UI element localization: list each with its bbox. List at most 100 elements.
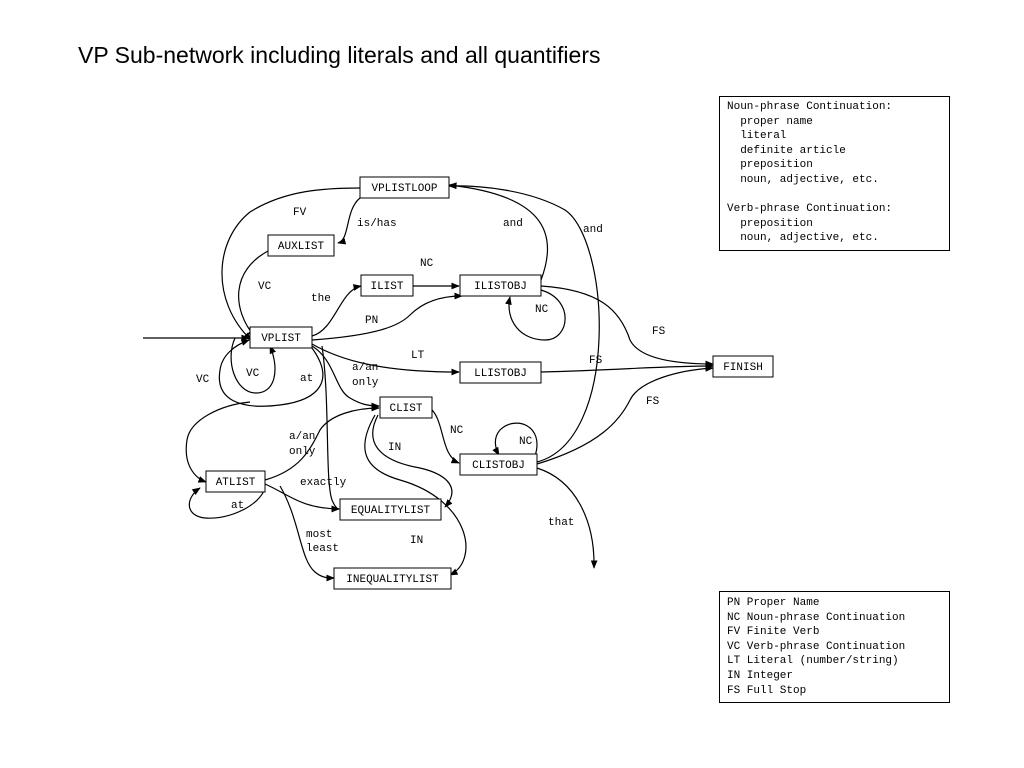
edges [143, 182, 714, 582]
edge-and-2 [448, 182, 600, 463]
label-in-1: IN [388, 442, 401, 454]
node-finish: FINISH [712, 355, 774, 378]
continuation-line: Verb-phrase Continuation: [727, 203, 893, 216]
label-the: the [311, 293, 331, 305]
node-label-atlist: ATLIST [216, 477, 256, 489]
node-inequalitylist: INEQUALITYLIST [333, 567, 452, 590]
legend-box: PN Proper Name NC Noun-phrase Continuati… [719, 591, 950, 703]
node-label-clistobj: CLISTOBJ [472, 460, 525, 472]
edge-lt [311, 343, 460, 376]
continuation-line: noun, adjective, etc. [727, 173, 879, 186]
edge-fs-3 [536, 365, 714, 465]
label-at-2: at [231, 500, 244, 512]
node-label-equalitylist: EQUALITYLIST [351, 505, 431, 517]
page-title: VP Sub-network including literals and al… [78, 42, 601, 68]
label-in-2: IN [410, 535, 423, 547]
continuation-box: Noun-phrase Continuation: proper name li… [719, 96, 950, 251]
node-label-llistobj: LLISTOBJ [474, 368, 527, 380]
label-least: least [306, 543, 339, 555]
label-exactly: exactly [300, 477, 347, 489]
continuation-line: proper name [727, 115, 813, 128]
edge-is-has [337, 197, 361, 245]
continuation-line: literal [727, 130, 787, 143]
node-ilist: ILIST [360, 274, 414, 297]
edge-exactly [264, 483, 340, 513]
edge-fv [221, 187, 361, 341]
edge-nc-clist [429, 407, 460, 464]
label-at-1: at [300, 373, 313, 385]
nodes: VPLISTLOOP AUXLIST ILIST ILISTOBJ VPLIST… [205, 176, 774, 590]
label-vc-2: VC [246, 368, 260, 380]
legend-line: FS Full Stop [727, 684, 807, 697]
edge-the [311, 284, 362, 337]
edge-that [536, 467, 598, 569]
edge-nc-ilistobj-loop [505, 289, 566, 341]
node-label-vplist: VPLIST [261, 333, 301, 345]
label-a-an-2: a/an [289, 431, 315, 443]
label-nc-4: NC [519, 436, 533, 448]
edge-nc-clistobj-loop [492, 422, 538, 457]
edge-fs-1 [540, 285, 714, 368]
node-label-ilist: ILIST [370, 281, 403, 293]
edge-vc-aux [238, 249, 271, 338]
node-label-auxlist: AUXLIST [278, 241, 325, 253]
label-is-has: is/has [357, 218, 397, 230]
edge-most-least [279, 485, 335, 582]
label-pn: PN [365, 315, 378, 327]
continuation-line [727, 188, 949, 203]
node-label-ilistobj: ILISTOBJ [474, 281, 527, 293]
label-fs-3: FS [646, 396, 660, 408]
label-vc-1: VC [258, 281, 272, 293]
legend-line: VC Verb-phrase Continuation [727, 640, 906, 653]
legend-line: PN Proper Name [727, 597, 820, 609]
node-clist: CLIST [379, 396, 433, 419]
edge-in-1 [372, 414, 453, 508]
node-label-inequalitylist: INEQUALITYLIST [346, 574, 439, 586]
edge-at-loop [188, 487, 266, 519]
legend-line: IN Integer [727, 669, 794, 682]
node-clistobj: CLISTOBJ [459, 453, 538, 476]
edge-vplist-equality [321, 345, 340, 513]
label-fs-1: FS [652, 326, 666, 338]
node-label-clist: CLIST [389, 403, 422, 415]
node-ilistobj: ILISTOBJ [459, 274, 542, 297]
label-nc-1: NC [420, 258, 434, 270]
node-llistobj: LLISTOBJ [459, 361, 542, 384]
continuation-line: Noun-phrase Continuation: [727, 101, 893, 113]
continuation-line: preposition [727, 159, 813, 172]
node-equalitylist: EQUALITYLIST [339, 498, 442, 521]
legend-line: NC Noun-phrase Continuation [727, 611, 906, 624]
edge-labels: FV is/has and and NC VC the PN NC FS LT … [196, 207, 666, 555]
node-label-vplistloop: VPLISTLOOP [371, 183, 437, 195]
legend-line: FV Finite Verb [727, 626, 820, 639]
edge-a-an-only-2 [264, 404, 380, 481]
label-and-2: and [583, 224, 603, 236]
edge-vc-small-loop [230, 337, 277, 394]
edge-a-an-only-1 [311, 345, 380, 410]
edge-vc-at-loop [218, 339, 324, 407]
node-vplistloop: VPLISTLOOP [359, 176, 450, 199]
label-only-2: only [289, 446, 316, 458]
label-fs-2: FS [589, 355, 603, 367]
label-lt: LT [411, 350, 425, 362]
node-label-finish: FINISH [723, 362, 763, 374]
label-most: most [306, 529, 332, 541]
continuation-line: preposition [727, 217, 813, 230]
node-atlist: ATLIST [205, 470, 266, 493]
node-vplist: VPLIST [249, 326, 313, 349]
label-that: that [548, 517, 574, 529]
label-fv: FV [293, 207, 307, 219]
label-only-1: only [352, 377, 379, 389]
label-a-an-1: a/an [352, 362, 378, 374]
node-auxlist: AUXLIST [267, 234, 335, 257]
edge-fs-2 [540, 362, 714, 373]
label-vc-3: VC [196, 374, 210, 386]
label-and-1: and [503, 218, 523, 230]
edge-and-1 [448, 182, 549, 281]
continuation-line: noun, adjective, etc. [727, 232, 879, 245]
edge-pn [311, 292, 463, 341]
edge-at-1 [185, 401, 251, 483]
edge-in-2 [364, 414, 467, 576]
label-nc-2: NC [535, 304, 549, 316]
